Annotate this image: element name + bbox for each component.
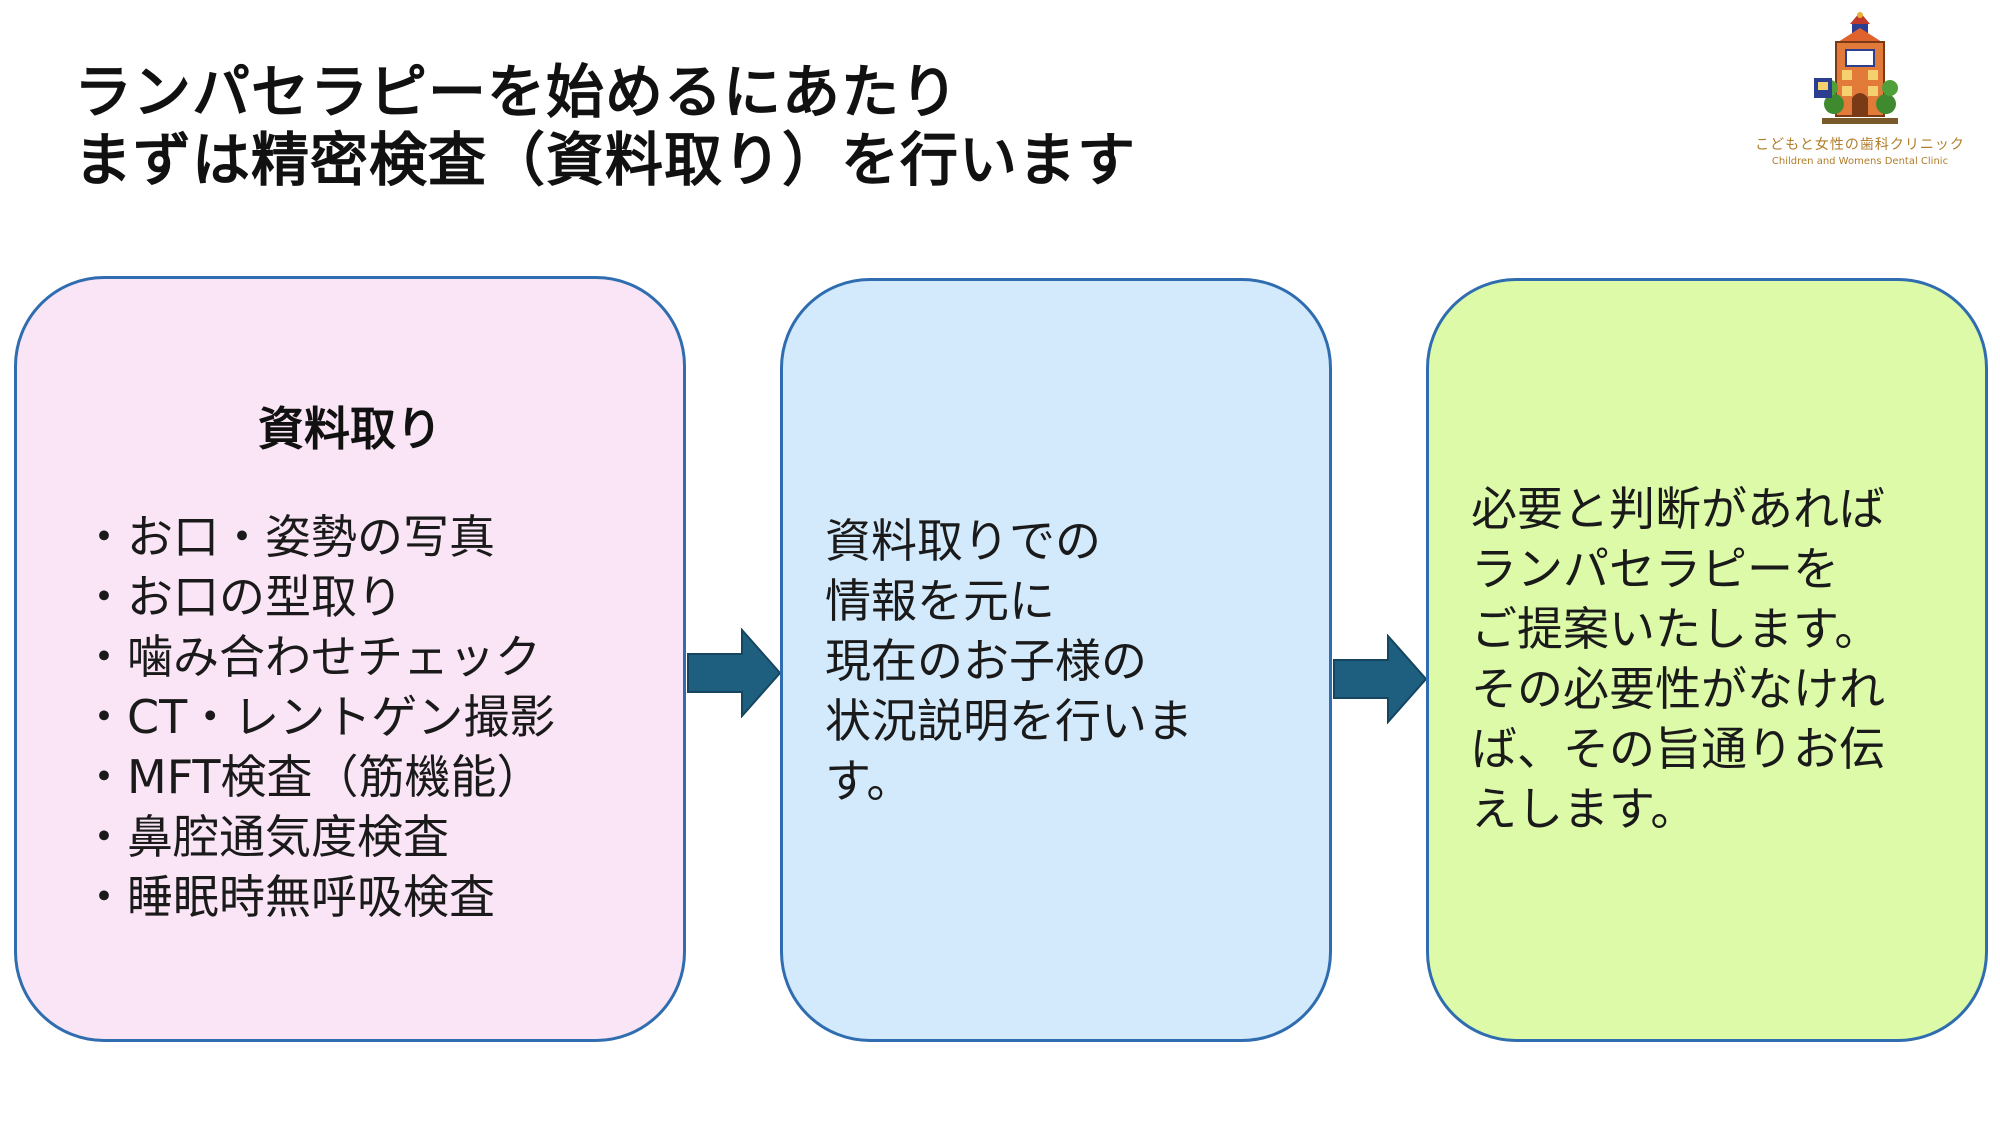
arrow-right-icon: [1333, 634, 1428, 724]
step-3-line: えします。: [1471, 782, 1697, 836]
step-2-text: 資料取りでの 情報を元に 現在のお子様の 状況説明を行いま す。: [825, 511, 1193, 811]
title-line-1: ランパセラピーを始めるにあたり: [74, 58, 960, 126]
step-1-box: 資料取り ・お口・姿勢の写真 ・お口の型取り ・噛み合わせチェック ・CT・レン…: [14, 276, 686, 1042]
clinic-building-icon: [1814, 12, 1898, 124]
step-2-line: 資料取りでの: [825, 514, 1101, 568]
step-3-box: 必要と判断があれば ランパセラピーを ご提案いたします。 その必要性がなけれ ば…: [1426, 278, 1988, 1042]
step-1-heading: 資料取り: [258, 402, 442, 456]
exam-item: ・噛み合わせチェック: [81, 630, 541, 684]
step-2-line: 状況説明を行いま: [825, 694, 1193, 748]
exam-item: ・CT・レントゲン撮影: [81, 690, 556, 744]
clinic-name-jp: こどもと女性の歯科クリニック: [1755, 137, 1965, 153]
step-3-line: ご提案いたします。: [1471, 602, 1881, 656]
page-title: ランパセラピーを始めるにあたり まずは精密検査（資料取り）を行います: [74, 58, 1136, 194]
exam-list: ・お口・姿勢の写真 ・お口の型取り ・噛み合わせチェック ・CT・レントゲン撮影…: [81, 507, 555, 927]
exam-item: ・MFT検査（筋機能）: [81, 750, 543, 804]
title-line-2: まずは精密検査（資料取り）を行います: [74, 126, 1137, 194]
exam-item: ・お口・姿勢の写真: [81, 510, 495, 564]
step-2-line: す。: [825, 754, 913, 808]
step-3-text: 必要と判断があれば ランパセラピーを ご提案いたします。 その必要性がなけれ ば…: [1471, 479, 1885, 839]
exam-item: ・鼻腔通気度検査: [81, 810, 449, 864]
exam-item: ・睡眠時無呼吸検査: [81, 870, 495, 924]
clinic-name-en: Children and Womens Dental Clinic: [1771, 156, 1949, 167]
step-3-line: その必要性がなけれ: [1471, 662, 1885, 716]
step-3-line: ば、その旨通りお伝: [1471, 722, 1885, 776]
clinic-logo: こどもと女性の歯科クリニック Children and Womens Denta…: [1740, 12, 1980, 172]
step-2-box: 資料取りでの 情報を元に 現在のお子様の 状況説明を行いま す。: [780, 278, 1332, 1042]
step-3-line: 必要と判断があれば: [1471, 482, 1885, 536]
step-2-line: 情報を元に: [825, 574, 1055, 628]
step-3-line: ランパセラピーを: [1471, 542, 1839, 596]
step-2-line: 現在のお子様の: [825, 634, 1147, 688]
exam-item: ・お口の型取り: [81, 570, 403, 624]
arrow-right-icon: [687, 628, 782, 718]
